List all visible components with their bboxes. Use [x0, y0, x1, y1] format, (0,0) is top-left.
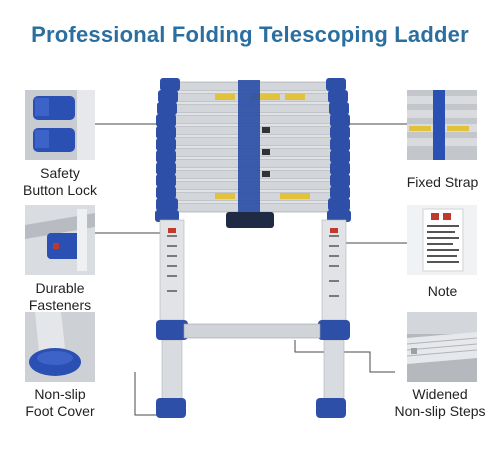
safety-lock-label: Safety Button Lock — [23, 165, 97, 198]
joint-caps — [156, 320, 350, 340]
strap-photo — [407, 90, 477, 160]
fastener-photo — [25, 205, 95, 275]
right-caps — [326, 78, 351, 222]
note-thumb — [407, 205, 477, 275]
page-title: Professional Folding Telescoping Ladder — [31, 22, 469, 47]
callout-line-foot — [134, 372, 165, 416]
lock-button-photo — [25, 90, 95, 160]
note-label: Note — [427, 283, 458, 299]
fasteners-label: Durable Fasteners — [28, 280, 92, 313]
step-photo — [407, 312, 477, 382]
steps-thumb — [407, 312, 477, 382]
foot-cover-label: Non-slip Foot Cover — [25, 386, 95, 419]
warning-labels — [215, 94, 310, 199]
callout-line-steps — [294, 340, 395, 373]
lower-rails — [159, 219, 347, 401]
note-label-photo — [407, 205, 477, 275]
rail-print — [167, 228, 339, 297]
strap-thumb — [407, 90, 477, 160]
strap-label: Fixed Strap — [406, 174, 479, 190]
foot-cover-thumb — [25, 312, 95, 382]
steps-label: Widened Non-slip Steps — [394, 386, 486, 419]
foot-cover-photo — [25, 312, 95, 382]
center-strap — [238, 80, 260, 218]
fasteners-thumb — [25, 205, 95, 275]
bottom-step — [183, 323, 321, 339]
left-caps — [155, 78, 180, 222]
feet — [156, 398, 346, 418]
strap-handle — [226, 212, 274, 228]
safety-lock-thumb — [25, 90, 95, 160]
